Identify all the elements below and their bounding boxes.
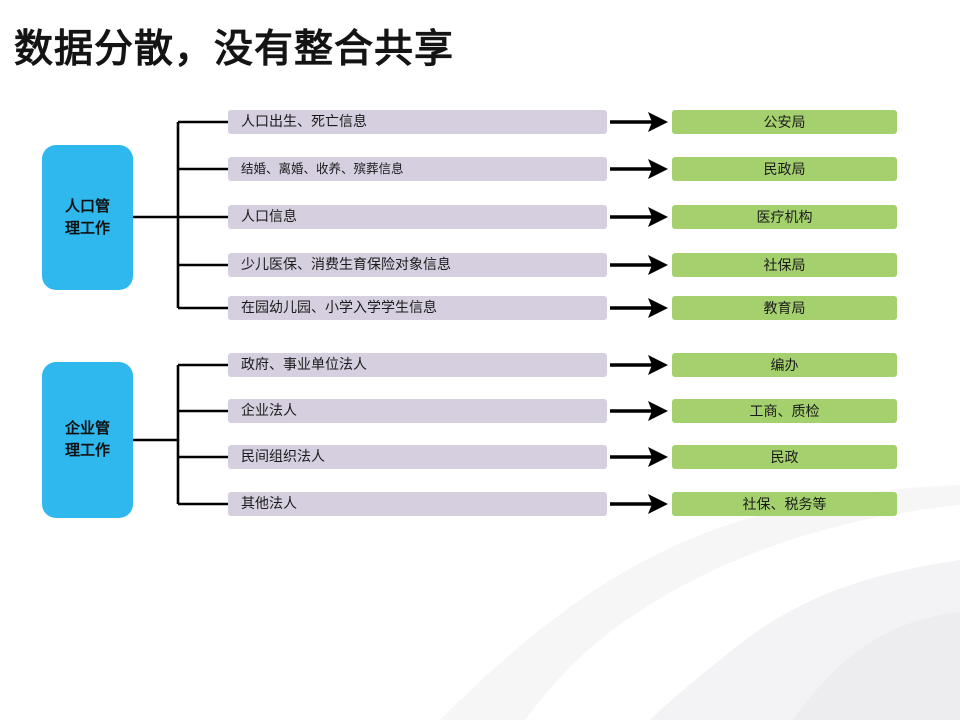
data-item-label: 人口信息 [241, 209, 297, 225]
source-box-population[interactable]: 人口管 理工作 [42, 145, 133, 290]
org-box[interactable]: 编办 [672, 353, 897, 377]
data-item-label: 在园幼儿园、小学入学学生信息 [241, 300, 437, 316]
data-item-bar[interactable]: 其他法人 [228, 492, 607, 516]
data-item-label: 政府、事业单位法人 [241, 357, 367, 373]
data-item-bar[interactable]: 人口出生、死亡信息 [228, 110, 607, 134]
data-item-label: 民间组织法人 [241, 449, 325, 465]
org-box[interactable]: 社保、税务等 [672, 492, 897, 516]
data-item-bar[interactable]: 在园幼儿园、小学入学学生信息 [228, 296, 607, 320]
source-box-enterprise[interactable]: 企业管 理工作 [42, 362, 133, 518]
data-item-label: 少儿医保、消费生育保险对象信息 [241, 257, 451, 273]
data-item-label: 其他法人 [241, 496, 297, 512]
source-box-label-line1: 人口管 [64, 196, 110, 215]
data-item-bar[interactable]: 人口信息 [228, 205, 607, 229]
org-box[interactable]: 工商、质检 [672, 399, 897, 423]
data-item-bar[interactable]: 政府、事业单位法人 [228, 353, 607, 377]
data-item-label: 人口出生、死亡信息 [241, 114, 367, 130]
org-box[interactable]: 公安局 [672, 110, 897, 134]
org-box[interactable]: 社保局 [672, 253, 897, 277]
data-item-bar[interactable]: 民间组织法人 [228, 445, 607, 469]
source-box-label-line1: 企业管 [64, 419, 110, 438]
data-item-label: 结婚、离婚、收养、殡葬信息 [241, 160, 404, 176]
org-box[interactable]: 教育局 [672, 296, 897, 320]
source-box-label-line2: 理工作 [64, 218, 110, 237]
org-box[interactable]: 医疗机构 [672, 205, 897, 229]
page-title: 数据分散，没有整合共享 [14, 27, 455, 72]
data-item-bar[interactable]: 企业法人 [228, 399, 607, 423]
source-box-label-line2: 理工作 [64, 441, 110, 459]
data-item-label: 企业法人 [241, 403, 297, 419]
data-item-bar[interactable]: 少儿医保、消费生育保险对象信息 [228, 253, 607, 277]
data-item-bar[interactable]: 结婚、离婚、收养、殡葬信息 [228, 157, 607, 181]
org-box[interactable]: 民政 [672, 445, 897, 469]
org-box[interactable]: 民政局 [672, 157, 897, 181]
